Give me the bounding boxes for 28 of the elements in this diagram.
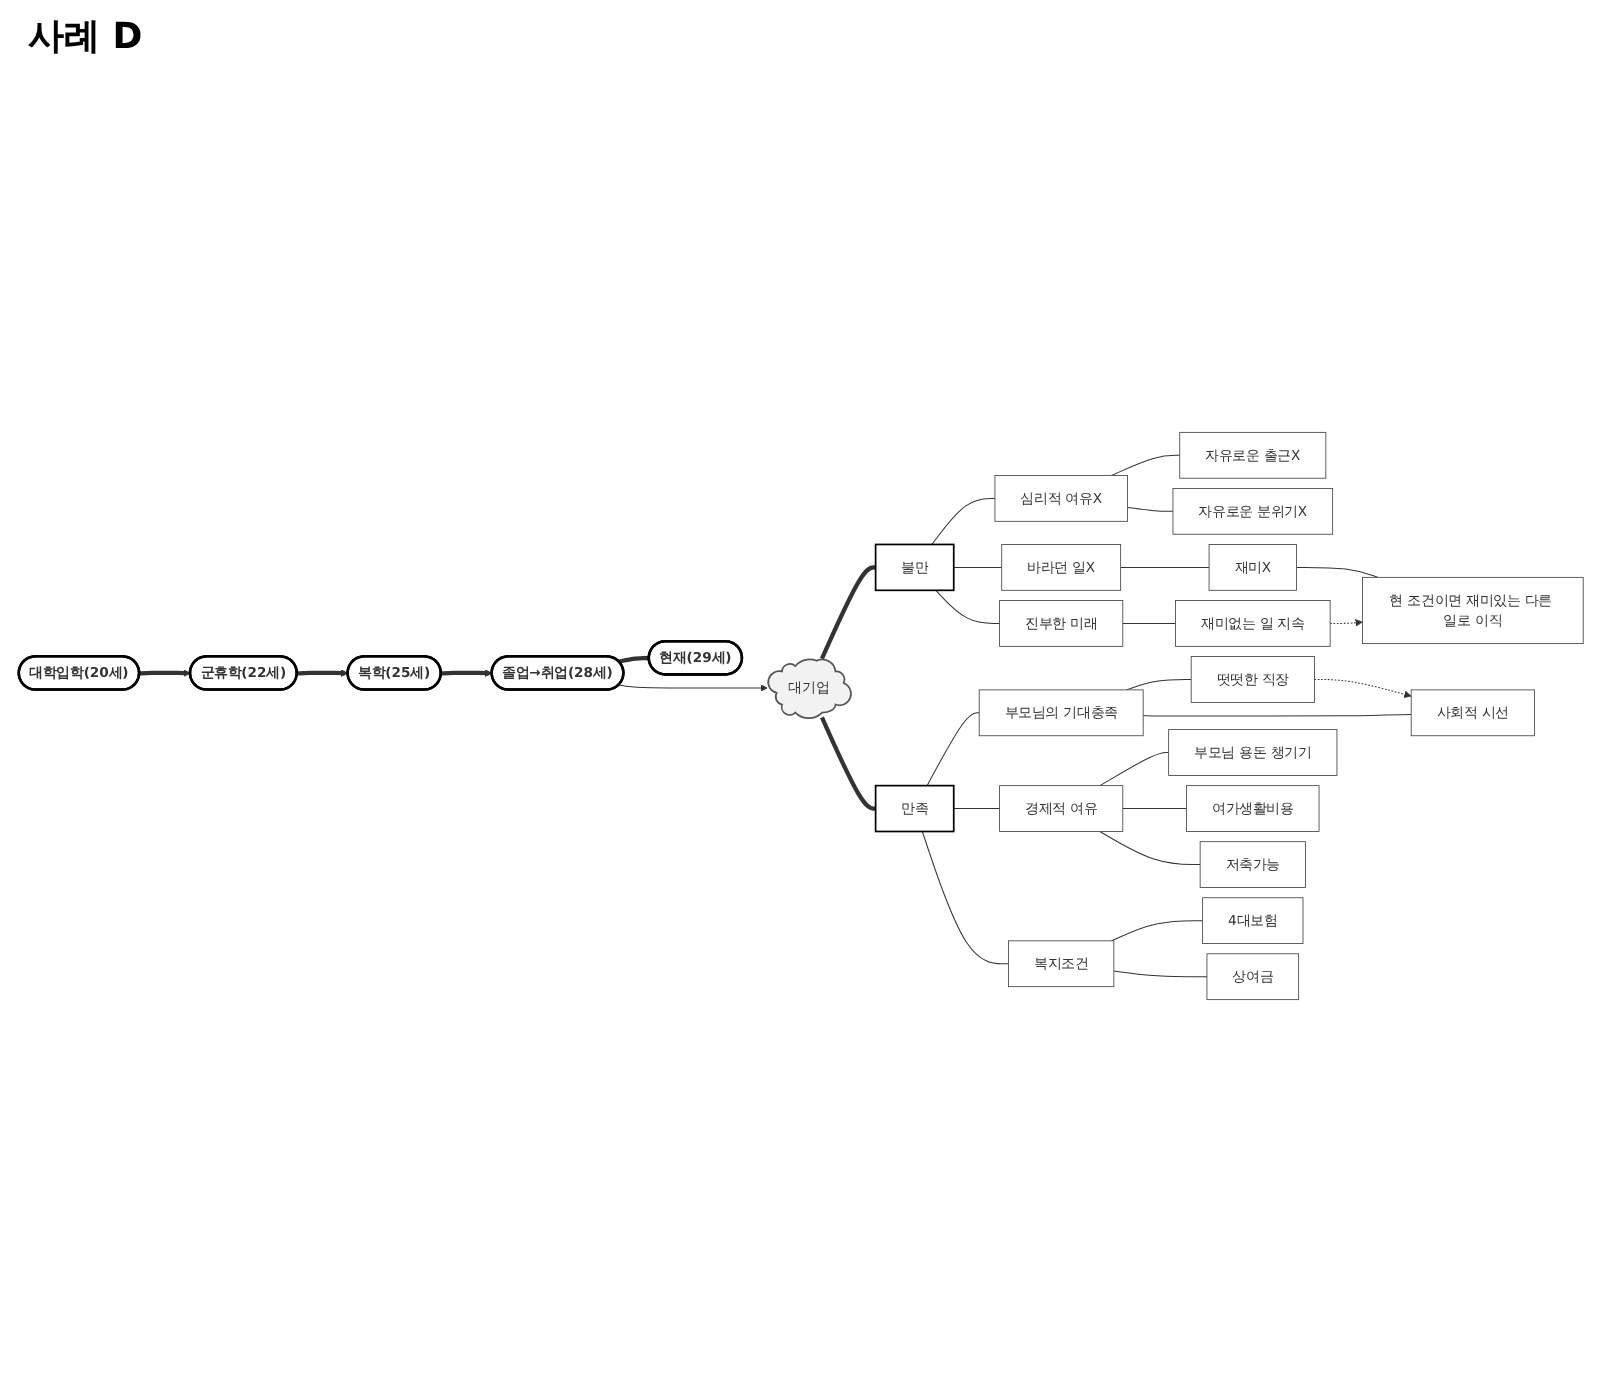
connector	[1122, 622, 1176, 624]
diagram-title: 사례 D	[28, 14, 145, 60]
connector	[1113, 970, 1208, 978]
arrow	[1313, 678, 1412, 698]
connector	[921, 831, 1010, 965]
connector	[1099, 831, 1201, 866]
connector	[1120, 566, 1210, 568]
connector	[953, 808, 1001, 810]
connector	[820, 565, 876, 660]
connector	[1126, 506, 1174, 512]
arrow	[297, 669, 349, 677]
connector	[1125, 678, 1192, 691]
arrow	[1329, 619, 1363, 627]
connector	[1296, 566, 1379, 578]
arrow	[618, 684, 768, 692]
connector	[1122, 808, 1188, 810]
connector	[1142, 713, 1412, 717]
connector	[931, 497, 996, 545]
connector	[953, 566, 1003, 568]
arrow	[441, 669, 493, 677]
connector	[935, 589, 1001, 624]
connector	[1099, 752, 1170, 787]
connector	[1111, 920, 1204, 942]
connector	[926, 712, 980, 787]
connector	[618, 656, 650, 664]
arrow	[139, 669, 191, 677]
connector	[820, 716, 876, 811]
connector	[1111, 454, 1181, 476]
